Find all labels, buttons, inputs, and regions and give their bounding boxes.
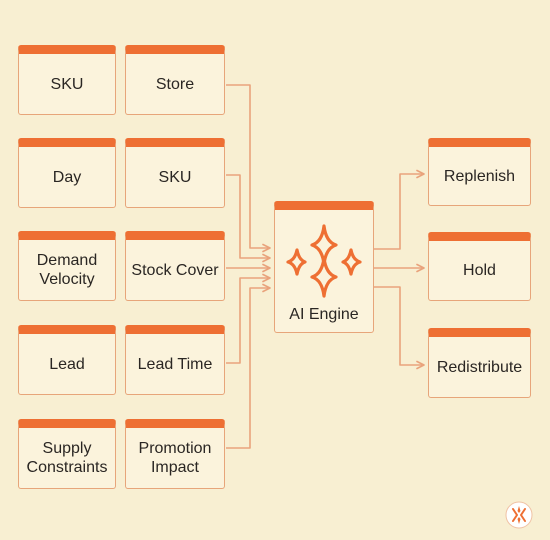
input-box-store: Store (125, 45, 225, 115)
connector-input-row-5 (226, 283, 271, 449)
ai-engine-box: AI Engine (274, 201, 374, 333)
input-label: Stock Cover (131, 261, 219, 279)
input-label: Lead Time (137, 355, 213, 373)
input-box-lead: Lead (18, 325, 116, 395)
input-box-day: Day (18, 138, 116, 208)
brand-logo-icon (505, 501, 533, 529)
connector-input-row-4 (226, 273, 271, 364)
output-box-redistribute: Redistribute (428, 328, 531, 398)
input-label: SKU (158, 168, 192, 186)
input-box-lead-time: Lead Time (125, 325, 225, 395)
input-label: Demand Velocity (36, 252, 98, 288)
input-box-demand-velocity: Demand Velocity (18, 231, 116, 301)
output-label: Replenish (443, 167, 516, 185)
input-label: Day (52, 168, 82, 186)
output-label: Hold (463, 262, 496, 279)
input-label: Store (155, 75, 195, 93)
input-label: SKU (50, 75, 84, 93)
input-label: Supply Constraints (26, 440, 108, 476)
sparkle-icon (286, 224, 362, 298)
connector-input-row-1 (226, 84, 271, 253)
output-box-hold: Hold (428, 232, 531, 301)
connector-output-redistribute (374, 286, 425, 370)
output-label: Redistribute (436, 358, 523, 376)
input-box-promotion-impact: Promotion Impact (125, 419, 225, 489)
output-box-replenish: Replenish (428, 138, 531, 206)
connector-input-row-2 (226, 174, 271, 263)
ai-engine-label: AI Engine (289, 306, 359, 323)
input-label: Lead (49, 355, 85, 373)
input-box-stock-cover: Stock Cover (125, 231, 225, 301)
input-label: Promotion Impact (138, 440, 212, 476)
input-box-sku: SKU (18, 45, 116, 115)
input-box-sku-2: SKU (125, 138, 225, 208)
connector-output-replenish (374, 169, 425, 250)
input-box-supply-constraints: Supply Constraints (18, 419, 116, 489)
